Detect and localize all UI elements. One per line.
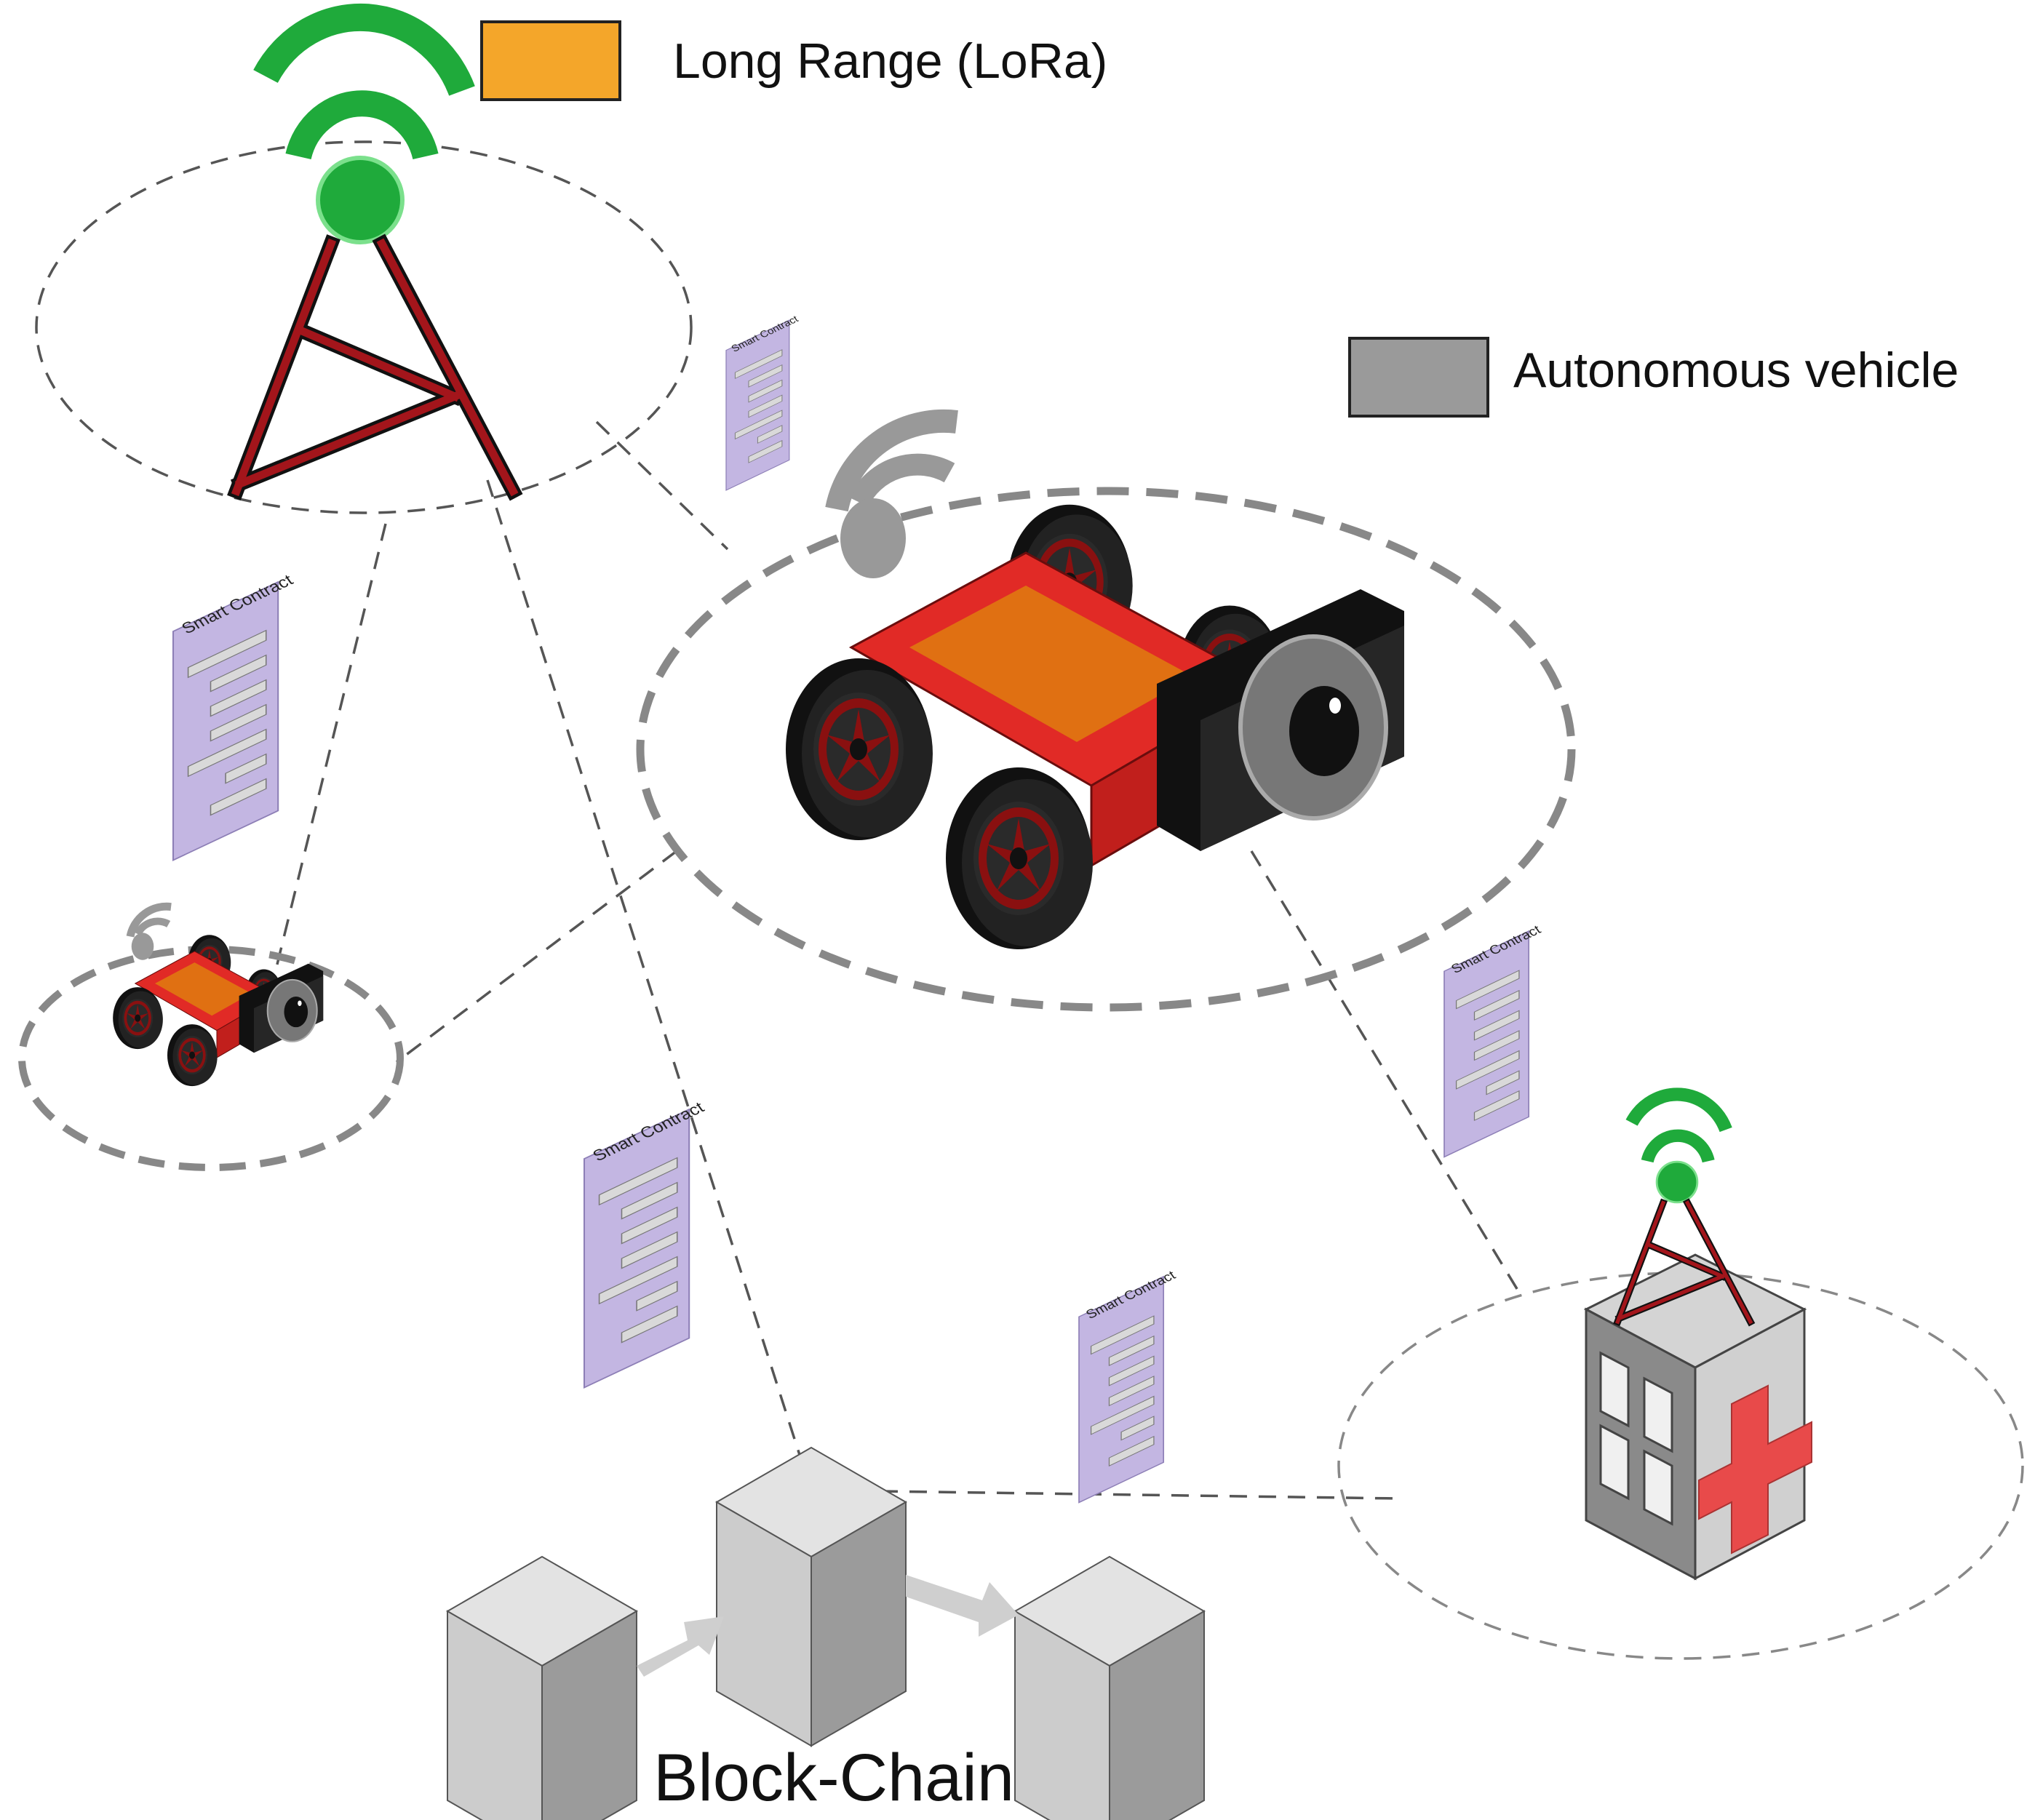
smart-contract-doc: Smart Contract — [1078, 1268, 1179, 1504]
hospital-cross-icon — [1698, 1384, 1812, 1554]
smart-contract-doc: Smart Contract — [172, 571, 297, 861]
block-cube-icon — [716, 1447, 907, 1747]
blockchain-label: Block-Chain — [653, 1741, 1014, 1815]
autonomous-vehicle-small-icon — [113, 906, 323, 1086]
block-cube-icon — [1014, 1556, 1205, 1820]
legend: Long Range (LoRa) Autonomous vehicle — [480, 20, 1959, 418]
autonomous-vehicle-large-icon — [786, 421, 1404, 949]
smart-contract-doc: Smart Contract — [583, 1098, 708, 1389]
legend-lora-label: Long Range (LoRa) — [673, 33, 1107, 89]
smart-contract-doc: Smart Contract — [725, 314, 800, 491]
connection-lines — [271, 420, 1522, 1500]
large-vehicle-coverage-ellipse — [636, 487, 1576, 1012]
legend-av-swatch — [1348, 337, 1489, 418]
chain-arrow-icon — [637, 1575, 1019, 1677]
block-cube-icon — [447, 1556, 637, 1820]
lora-tower-icon — [236, 17, 513, 491]
legend-av-label: Autonomous vehicle — [1513, 343, 1959, 398]
tower-coverage-ellipse — [35, 140, 693, 514]
hospital-icon — [1583, 1094, 1812, 1581]
legend-lora-swatch — [480, 20, 621, 101]
blockchain: Block-Chain — [447, 1447, 1205, 1820]
smart-contract-doc: Smart Contract — [1443, 922, 1544, 1158]
